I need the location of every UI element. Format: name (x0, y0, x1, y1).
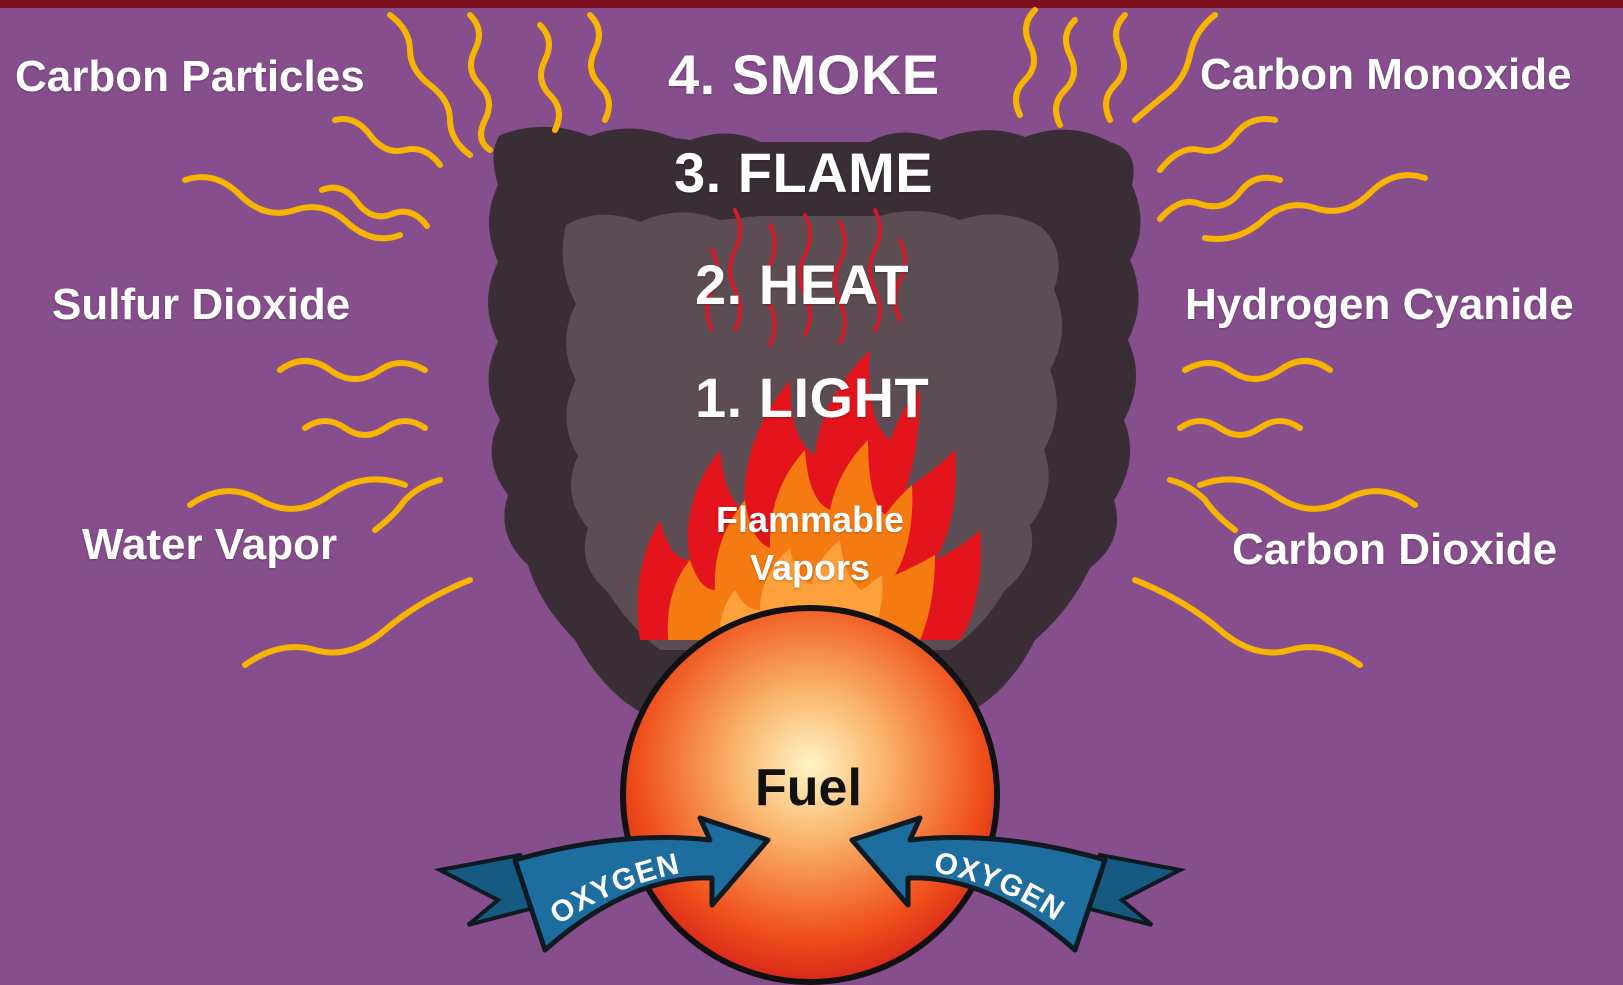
byproduct-carbon-dioxide: Carbon Dioxide (1232, 525, 1558, 574)
left-emission-lines (182, 12, 612, 668)
byproduct-hydrogen-cyanide: Hydrogen Cyanide (1185, 280, 1574, 329)
oxygen-ribbon-left (433, 815, 771, 953)
stage-heat: 2. HEAT (695, 253, 910, 316)
flammable-vapors-line2: Vapors (749, 547, 871, 588)
oxygen-ribbon-right (849, 815, 1187, 953)
heat-waves (705, 208, 907, 347)
stage-smoke: 4. SMOKE (668, 43, 940, 106)
byproduct-carbon-particles: Carbon Particles (15, 52, 365, 101)
byproduct-water-vapor: Water Vapor (82, 520, 338, 569)
byproduct-carbon-monoxide: Carbon Monoxide (1200, 50, 1572, 99)
title-bar (0, 0, 1623, 8)
flammable-vapors-line1: Flammable (715, 499, 905, 540)
byproduct-sulfur-dioxide: Sulfur Dioxide (52, 280, 351, 329)
flammable-vapors-label: Flammable Vapors (700, 496, 920, 592)
stage-flame: 3. FLAME (674, 141, 934, 204)
stage-light: 1. LIGHT (695, 366, 930, 429)
right-emission-lines (1013, 7, 1428, 668)
fuel-label: Fuel (755, 759, 862, 817)
